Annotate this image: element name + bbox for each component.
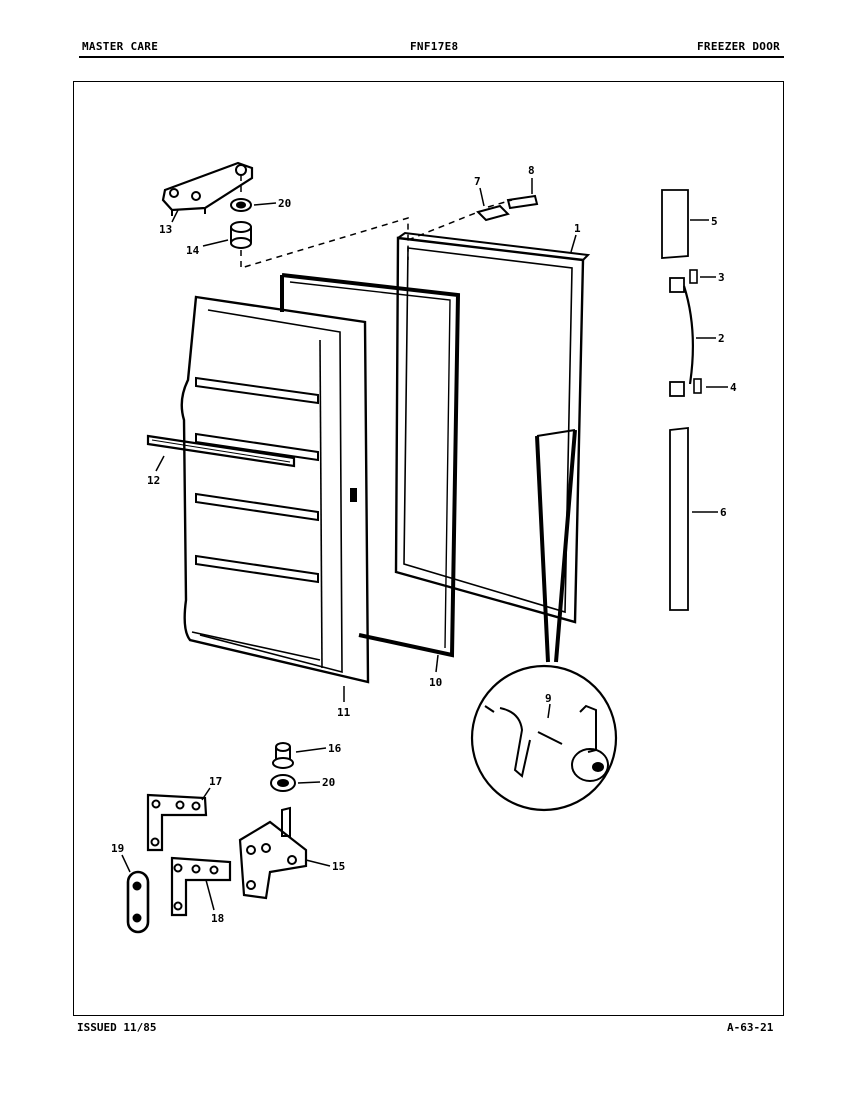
part-16-hinge-pin [272,742,294,769]
part-10-gasket [280,273,461,658]
callout-5: 5 [711,215,718,228]
part-20-washer-lower [270,774,296,792]
part-2-handle [669,277,694,397]
part-1-outer-door [394,231,591,624]
part-9-lock-detail [470,429,618,812]
callout-2: 2 [718,332,725,345]
part-19-plate [126,870,150,934]
part-5-trim-top [661,189,689,259]
callout-8: 8 [528,164,535,177]
callout-12: 12 [147,474,160,487]
callout-3: 3 [718,271,725,284]
callout-4: 4 [730,381,737,394]
callout-19: 19 [111,842,124,855]
callout-13: 13 [159,223,172,236]
callout-16: 16 [328,742,342,755]
assembly-lines-top [240,175,513,270]
callout-9: 9 [545,692,552,705]
part-14-bushing [230,221,252,249]
header-model-number: FNF17E8 [410,40,459,53]
callout-17: 17 [209,775,222,788]
part-20-washer-upper [230,198,252,212]
callout-15: 15 [332,860,345,873]
header-brand: MASTER CARE [82,40,159,53]
header-rule [79,56,784,58]
callout-20-upper: 20 [278,197,291,210]
diagram-frame [73,81,784,1016]
part-15-bottom-hinge [238,806,308,900]
callout-18: 18 [211,912,224,925]
callout-6: 6 [720,506,727,519]
part-8-block [506,194,539,210]
leader-lines [121,178,728,911]
part-4-end-cap [693,378,702,394]
callout-1: 1 [574,222,581,235]
part-12-shelf-bar [146,434,296,468]
part-7-block [476,204,510,222]
callout-14: 14 [186,244,200,257]
part-11-door-liner [180,295,370,684]
callout-20-lower: 20 [322,776,335,789]
part-17-bracket [146,793,208,852]
part-3-end-cap [689,269,698,284]
callout-labels: 1 2 3 4 5 6 7 8 9 10 11 12 13 14 15 16 1… [111,164,737,925]
part-13-top-hinge [161,161,254,216]
footer-page-code: A-63-21 [727,1021,774,1034]
header-section-title: FREEZER DOOR [697,40,781,53]
part-18-bracket [170,856,232,917]
part-6-trim-long [669,426,689,611]
callout-11: 11 [337,706,351,719]
callout-10: 10 [429,676,442,689]
callout-7: 7 [474,175,481,188]
footer-issue-date: ISSUED 11/85 [77,1021,157,1034]
